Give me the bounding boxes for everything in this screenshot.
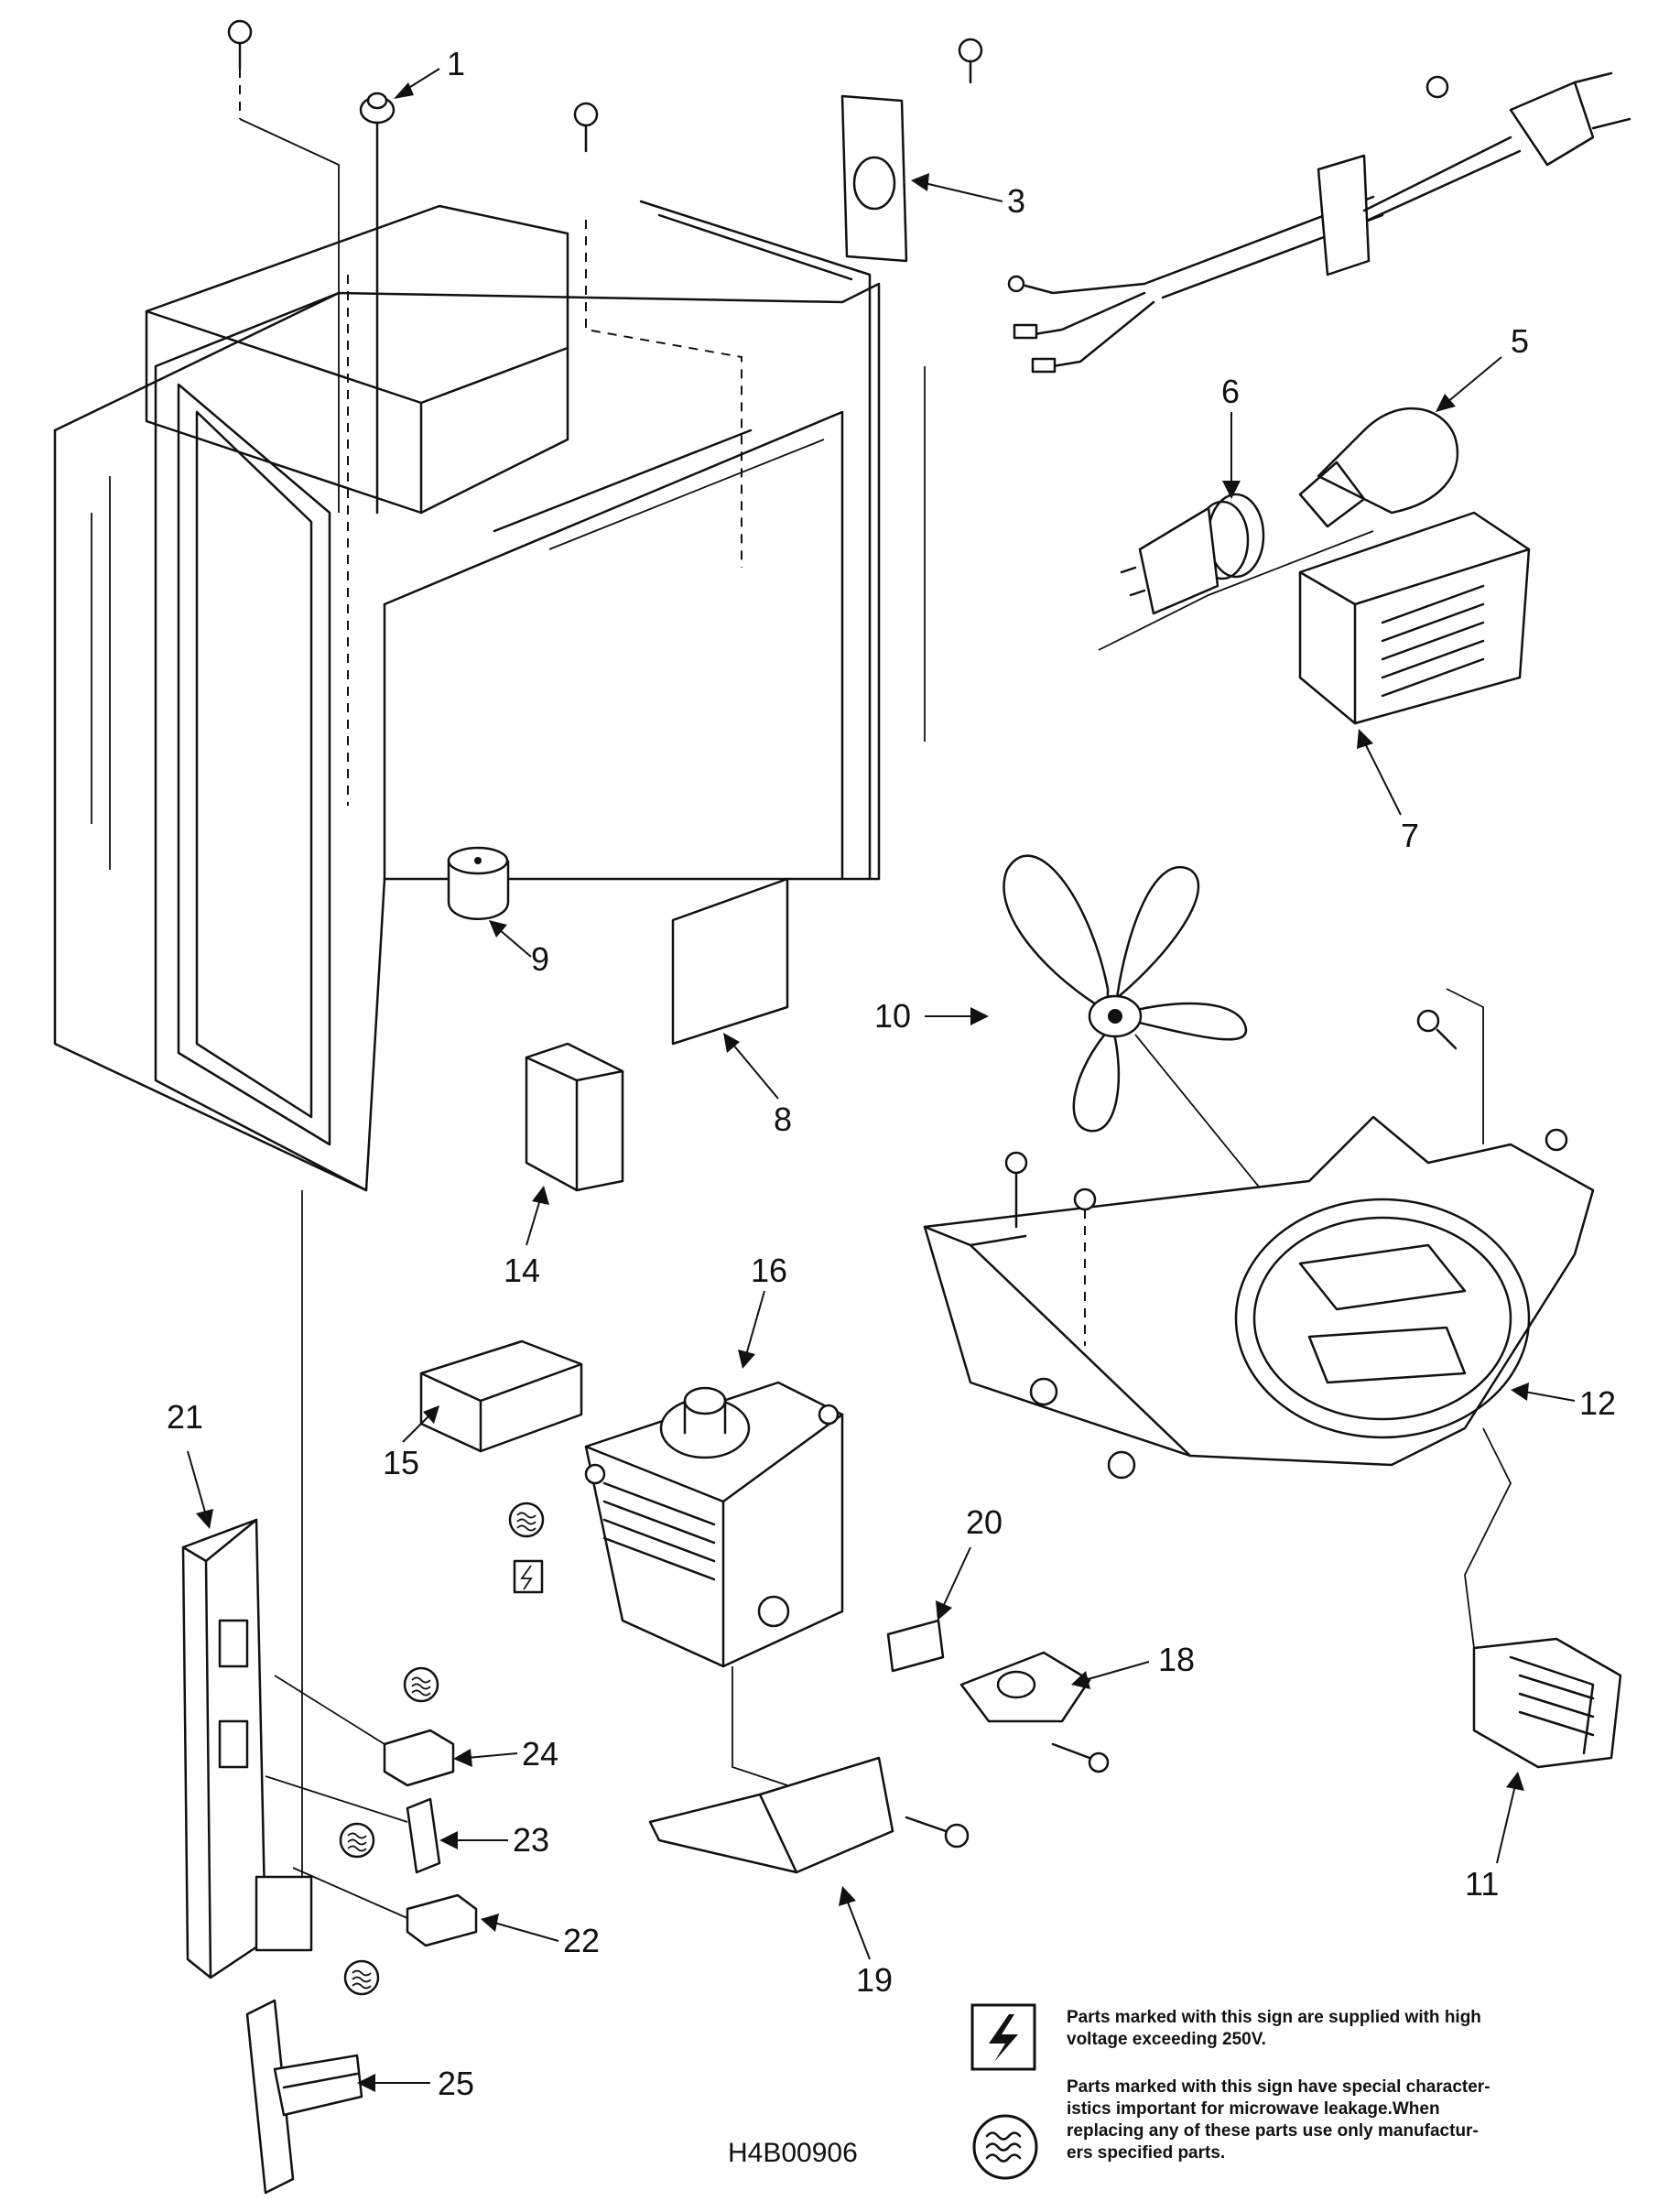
part-11-fan-motor <box>1464 1427 1622 1769</box>
callout-22: 22 <box>563 1922 600 1959</box>
screw-icon <box>1073 1187 1097 1346</box>
callout-19: 19 <box>856 1961 893 1999</box>
part-9-foot <box>447 846 510 920</box>
part-16-magnetron <box>584 1381 844 1786</box>
callout-5: 5 <box>1511 322 1529 360</box>
callout-12: 12 <box>1579 1384 1616 1422</box>
wave-lines-icon <box>339 1822 375 1859</box>
callout-3: 3 <box>1007 182 1025 220</box>
legend-leakage-line3: replacing any of these parts use only ma… <box>1067 2121 1479 2141</box>
legend-microwave-leakage: Parts marked with this sign have special… <box>1067 2076 1653 2164</box>
callout-18: 18 <box>1158 1641 1195 1678</box>
wave-lines-icon <box>343 1959 380 1996</box>
part-23-switch <box>265 1775 441 1874</box>
legend-leakage-line4: ers specified parts. <box>1067 2143 1226 2163</box>
part-22-switch <box>292 1867 478 1947</box>
screw-icon <box>958 38 983 84</box>
wave-lines-icon <box>403 1666 439 1703</box>
callout-23: 23 <box>513 1821 549 1859</box>
wave-lines-icon <box>508 1502 545 1538</box>
screw-icon <box>1004 1151 1028 1229</box>
part-20-plate <box>886 1619 945 1673</box>
callout-16: 16 <box>751 1252 787 1289</box>
callout-7: 7 <box>1401 817 1419 854</box>
callout-8: 8 <box>774 1101 792 1138</box>
screw-icon <box>1545 1128 1568 1152</box>
legend-high-voltage-line2: voltage exceeding 250V. <box>1067 2030 1266 2049</box>
part-14-block <box>525 1042 624 1192</box>
screw-icon <box>905 1816 970 1849</box>
legend-leakage-line1: Parts marked with this sign have special… <box>1067 2077 1490 2097</box>
part-10-fan-blade <box>1003 854 1374 1328</box>
lightning-bolt-icon <box>513 1559 544 1594</box>
oven-cabinet <box>53 200 926 1192</box>
callout-25: 25 <box>438 2065 474 2102</box>
lightning-bolt-icon <box>970 2003 1036 2071</box>
part-19-shield <box>648 1756 970 1874</box>
callout-6: 6 <box>1221 373 1240 410</box>
part-7-lamp-cover <box>1098 511 1531 725</box>
wave-lines-icon <box>972 2114 1038 2180</box>
screw-icon <box>573 102 599 153</box>
callout-9: 9 <box>531 940 549 978</box>
part-15-block <box>419 1339 583 1453</box>
screw-icon <box>1425 75 1449 99</box>
part-3-plate <box>840 94 908 263</box>
power-cord <box>1007 71 1631 374</box>
screw-icon <box>227 19 340 513</box>
callout-15: 15 <box>383 1444 419 1481</box>
callout-labels: 1 3 5 6 7 8 9 10 11 12 14 15 16 18 19 20… <box>167 45 1616 2102</box>
callout-20: 20 <box>966 1503 1003 1541</box>
part-25-latch <box>245 1999 363 2195</box>
part-6-lamp-socket <box>1120 493 1265 615</box>
drawing-code: H4B00906 <box>728 2138 858 2168</box>
legend-leakage-line2: istics important for microwave leakage.W… <box>1067 2099 1440 2119</box>
part-24-switch <box>274 1675 455 1787</box>
callout-21: 21 <box>167 1398 203 1436</box>
part-21-latch-housing <box>181 1190 313 1979</box>
callout-14: 14 <box>504 1252 540 1289</box>
part-8-sheet <box>671 877 789 1046</box>
callout-24: 24 <box>522 1735 558 1773</box>
screw-icon <box>1416 1009 1458 1050</box>
screw-icon <box>1051 1742 1110 1773</box>
callout-10: 10 <box>874 997 911 1035</box>
callout-1: 1 <box>447 45 465 82</box>
leader-lines <box>187 68 1576 2092</box>
callout-11: 11 <box>1465 1865 1499 1903</box>
part-1-nut <box>359 92 396 515</box>
part-12-fan-duct <box>923 988 1595 1480</box>
legend-high-voltage: Parts marked with this sign are supplied… <box>1067 2007 1653 2051</box>
legend-high-voltage-line1: Parts marked with this sign are supplied… <box>1067 2008 1481 2027</box>
part-18-thermal-cutout <box>959 1651 1110 1773</box>
part-5-lamp <box>1298 407 1459 528</box>
